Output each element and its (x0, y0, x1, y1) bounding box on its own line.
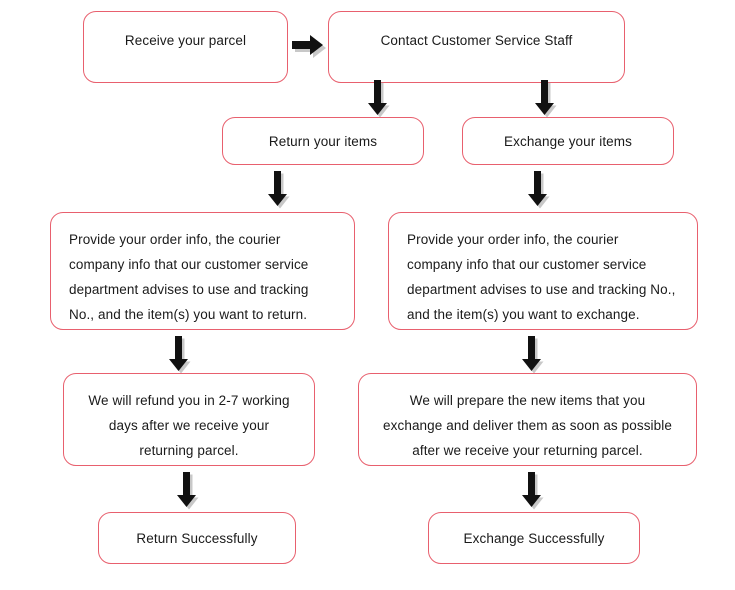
node-provide-info-exchange-label: Provide your order info, the courier com… (407, 232, 676, 322)
node-contact-customer-service-staff[interactable]: Contact Customer Service Staff (328, 11, 625, 83)
node-refund-note-label: We will refund you in 2-7 working days a… (88, 393, 290, 458)
arrow-refund-to-success-icon (176, 472, 202, 512)
node-return-your-items-label: Return your items (268, 133, 378, 149)
node-provide-info-return-label: Provide your order info, the courier com… (69, 232, 309, 322)
node-receive-your-parcel[interactable]: Receive your parcel (83, 11, 288, 83)
arrow-provide-to-refund-icon (168, 336, 194, 376)
arrow-contact-to-exchange-icon (534, 80, 560, 120)
node-prepare-note-label: We will prepare the new items that you e… (383, 393, 672, 458)
node-contact-customer-service-staff-label: Contact Customer Service Staff (380, 33, 573, 48)
arrow-receive-to-contact-icon (292, 34, 330, 60)
node-prepare-note[interactable]: We will prepare the new items that you e… (358, 373, 697, 466)
arrow-return-to-provide-icon (267, 171, 293, 211)
arrow-provide-to-prepare-icon (521, 336, 547, 376)
node-return-your-items[interactable]: Return your items (222, 117, 424, 165)
node-return-successfully-label: Return Successfully (136, 530, 258, 546)
arrow-exchange-to-provide-icon (527, 171, 553, 211)
node-exchange-your-items[interactable]: Exchange your items (462, 117, 674, 165)
node-exchange-successfully[interactable]: Exchange Successfully (428, 512, 640, 564)
node-exchange-successfully-label: Exchange Successfully (463, 530, 605, 546)
node-provide-info-exchange[interactable]: Provide your order info, the courier com… (388, 212, 698, 330)
arrow-contact-to-return-icon (367, 80, 393, 120)
node-exchange-your-items-label: Exchange your items (504, 133, 632, 149)
node-provide-info-return[interactable]: Provide your order info, the courier com… (50, 212, 355, 330)
node-return-successfully[interactable]: Return Successfully (98, 512, 296, 564)
node-refund-note[interactable]: We will refund you in 2-7 working days a… (63, 373, 315, 466)
node-receive-your-parcel-label: Receive your parcel (124, 33, 247, 48)
arrow-prepare-to-success-icon (521, 472, 547, 512)
